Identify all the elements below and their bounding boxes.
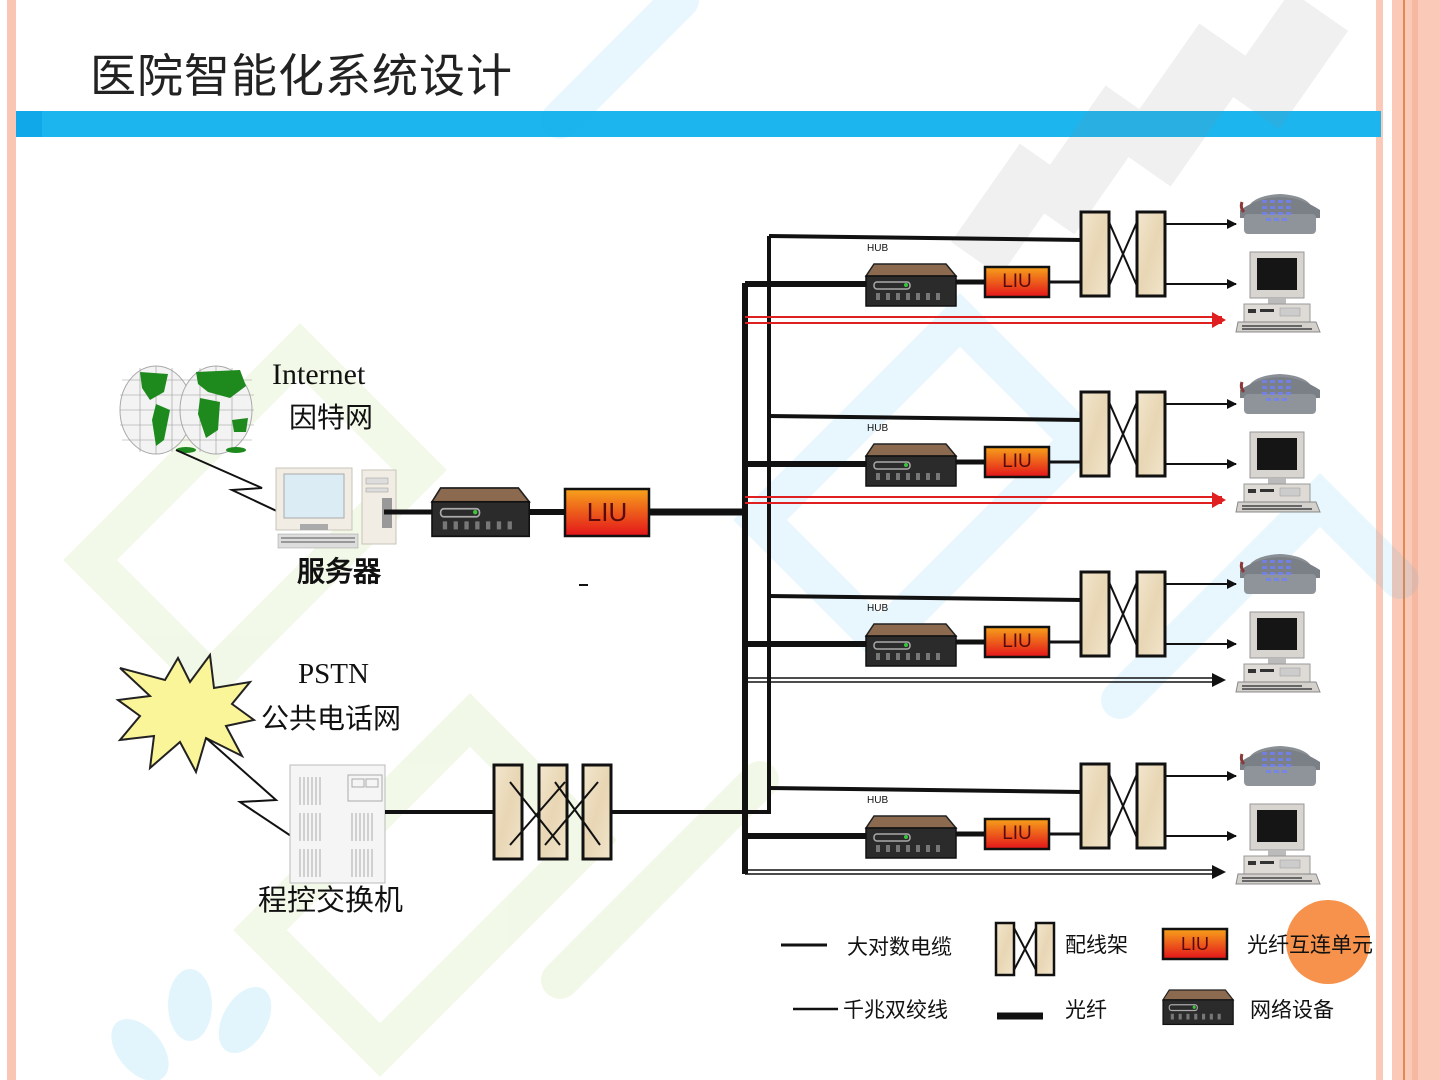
legend-liu-box-label: LIU (1180, 934, 1209, 954)
hub-label: HUB (867, 423, 889, 434)
legend-label-network-device: 网络设备 (1250, 998, 1334, 1022)
title-underline-bar (16, 111, 1381, 137)
watermark-flower (111, 969, 272, 1080)
cable-link-4 (768, 786, 1083, 794)
fiber-red-arrowhead (1212, 312, 1226, 328)
liu-box (983, 445, 1051, 479)
hub-label: HUB (867, 603, 889, 614)
core-liu-box (563, 487, 651, 538)
internet-label: Internet (272, 358, 366, 391)
legend-liu-symbol (1161, 927, 1229, 961)
left-border-decoration (7, 0, 16, 1080)
core-liu-label: LIU (586, 497, 628, 527)
fiber-red-arrowhead (1212, 492, 1226, 508)
globe-icon (119, 365, 254, 455)
twisted-pair-arrowhead (1212, 865, 1226, 879)
right-border-gap (1383, 0, 1392, 1080)
internet-cn-label: 因特网 (289, 403, 374, 434)
pstn-label: PSTN (298, 658, 369, 690)
legend-label-fiber: 光纤 (1065, 998, 1107, 1022)
branch-group (745, 192, 1322, 885)
legend-label-fiber-interconnect: 光纤互连单元 (1247, 933, 1373, 957)
legend-network-device-symbol (1162, 989, 1234, 1026)
cable-link-1 (768, 234, 1083, 242)
right-border-line (1403, 0, 1405, 1080)
legend-label-large-pair-cable: 大对数电缆 (847, 935, 952, 959)
liu-box (983, 625, 1051, 659)
server-label: 服务器 (297, 555, 382, 588)
liu-box (983, 265, 1051, 299)
wireless-link-pstn (205, 737, 313, 851)
title-bar-accent (16, 111, 42, 137)
slide-title: 医院智能化系统设计 (90, 49, 513, 103)
watermark-gray (951, 0, 1349, 277)
pstn-cn-label: 公共电话网 (261, 704, 402, 735)
orange-circle-decoration (1286, 900, 1370, 984)
pbx-label: 程控交换机 (258, 885, 404, 917)
cable-link-2 (768, 414, 1083, 422)
legend-label-gigabit-twisted-pair: 千兆双绞线 (843, 998, 948, 1022)
liu-label: LIU (1002, 271, 1032, 292)
twisted-pair-arrowhead (1212, 673, 1226, 687)
cable-link-3 (768, 594, 1083, 602)
hub-label: HUB (867, 243, 889, 254)
liu-box (983, 817, 1051, 851)
hub-label: HUB (867, 795, 889, 806)
liu-label: LIU (1002, 451, 1032, 472)
legend-label-patch-panel: 配线架 (1065, 933, 1128, 957)
liu-label: LIU (1002, 631, 1032, 652)
legend-patch-panel-symbol (994, 921, 1056, 977)
right-border-shade (1412, 0, 1418, 1080)
starburst-icon (115, 652, 257, 775)
liu-label: LIU (1002, 823, 1032, 844)
wireless-link-internet (175, 449, 301, 523)
main-patch-panel-icon (492, 763, 613, 861)
pbx-cabinet-icon (289, 764, 386, 884)
